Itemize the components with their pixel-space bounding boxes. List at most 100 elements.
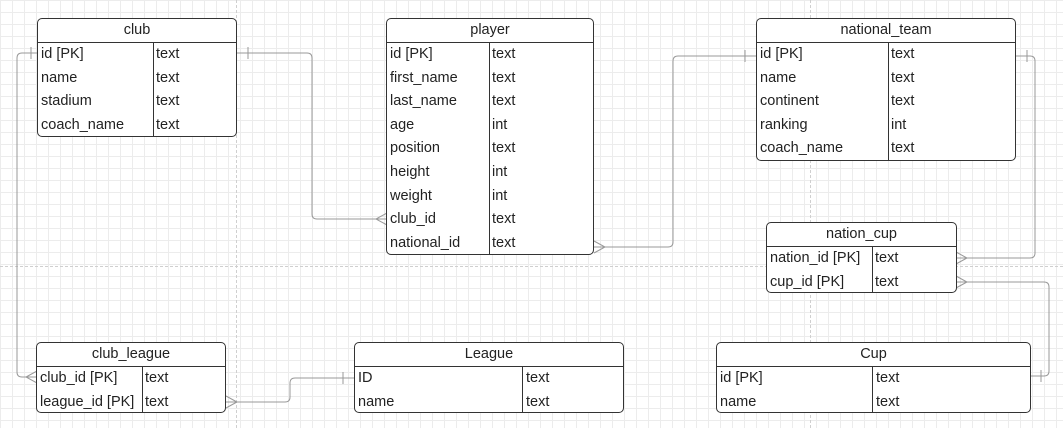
many-marker bbox=[593, 240, 607, 254]
field-name: first_name bbox=[390, 69, 458, 86]
field-name: id [PK] bbox=[41, 46, 84, 62]
connector-club-player bbox=[237, 52, 387, 220]
field-type: text bbox=[156, 93, 180, 110]
connector-cup-nationcup bbox=[956, 281, 1050, 377]
field-name: ID bbox=[358, 370, 373, 386]
field-row[interactable]: ID text bbox=[355, 367, 623, 391]
field-name: stadium bbox=[41, 93, 92, 110]
field-name: name bbox=[41, 69, 78, 86]
entity-title: nation_cup bbox=[767, 223, 956, 247]
field-row[interactable]: continent text bbox=[757, 90, 1015, 114]
entity-club-league[interactable]: club_league club_id [PK] text league_id [… bbox=[36, 342, 226, 413]
field-name: cup_id [PK] bbox=[770, 273, 845, 290]
entity-fields: id [PK] text name text continent text ranki… bbox=[757, 43, 1015, 160]
field-name: id [PK] bbox=[720, 370, 763, 386]
field-name: continent bbox=[760, 93, 819, 110]
field-type: text bbox=[891, 46, 915, 62]
field-name: id [PK] bbox=[760, 46, 803, 62]
entity-title: player bbox=[387, 19, 593, 43]
field-type: text bbox=[145, 393, 169, 410]
column-divider bbox=[522, 367, 523, 412]
column-divider bbox=[872, 247, 873, 292]
field-name: league_id [PK] bbox=[40, 393, 135, 410]
field-type: text bbox=[526, 370, 550, 386]
column-divider bbox=[489, 43, 490, 254]
field-name: ranking bbox=[760, 116, 808, 133]
many-marker bbox=[955, 275, 969, 289]
field-name: nation_id [PK] bbox=[770, 250, 861, 266]
field-name: weight bbox=[390, 187, 432, 204]
field-name: coach_name bbox=[760, 140, 844, 157]
many-marker bbox=[374, 212, 388, 226]
field-type: text bbox=[492, 46, 516, 62]
column-divider bbox=[153, 43, 154, 136]
field-row[interactable]: nation_id [PK] text bbox=[767, 247, 956, 271]
field-row[interactable]: name text bbox=[717, 391, 1030, 412]
field-row[interactable]: first_name text bbox=[387, 67, 593, 91]
many-marker bbox=[955, 251, 969, 265]
entity-title: club_league bbox=[37, 343, 225, 367]
field-name: national_id bbox=[390, 234, 461, 251]
field-type: text bbox=[891, 93, 915, 110]
field-type: text bbox=[492, 140, 516, 157]
connector-nationalteam-nationcup bbox=[956, 55, 1036, 259]
field-row[interactable]: height int bbox=[387, 161, 593, 185]
field-name: name bbox=[358, 393, 395, 410]
entity-title: national_team bbox=[757, 19, 1015, 43]
field-row[interactable]: name text bbox=[757, 67, 1015, 91]
field-row[interactable]: name text bbox=[355, 391, 623, 412]
field-row[interactable]: cup_id [PK]text bbox=[767, 271, 956, 292]
field-row[interactable]: weight int bbox=[387, 185, 593, 209]
many-marker bbox=[225, 395, 239, 409]
field-row[interactable]: stadium text bbox=[38, 90, 236, 114]
entity-fields: ID text name text bbox=[355, 367, 623, 412]
column-divider bbox=[872, 367, 873, 412]
field-name: last_name bbox=[390, 93, 457, 110]
entity-national-team[interactable]: national_team id [PK] text name text conti… bbox=[756, 18, 1016, 161]
entity-title: club bbox=[38, 19, 236, 43]
field-type: text bbox=[891, 69, 915, 86]
connector-club-clubleague bbox=[16, 52, 37, 378]
connector-nationalteam-player bbox=[594, 55, 756, 248]
field-type: text bbox=[145, 370, 169, 386]
field-type: text bbox=[876, 393, 900, 410]
field-row[interactable]: id [PK] text bbox=[717, 367, 1030, 391]
entity-title: League bbox=[355, 343, 623, 367]
field-row[interactable]: id [PK]text bbox=[38, 43, 236, 67]
field-type: text bbox=[526, 393, 550, 410]
field-row[interactable]: id [PK] text bbox=[387, 43, 593, 67]
field-name: club_id bbox=[390, 211, 436, 228]
field-type: int bbox=[492, 187, 508, 204]
field-name: height bbox=[390, 163, 430, 180]
field-type: int bbox=[492, 163, 508, 180]
entity-nation-cup[interactable]: nation_cup nation_id [PK] text cup_id [PK… bbox=[766, 222, 957, 293]
field-type: text bbox=[492, 69, 516, 86]
field-type: text bbox=[876, 370, 900, 386]
field-row[interactable]: id [PK] text bbox=[757, 43, 1015, 67]
field-row[interactable]: club_id [PK] text bbox=[37, 367, 225, 391]
field-name: club_id [PK] bbox=[40, 370, 118, 386]
entity-league[interactable]: League ID text name text bbox=[354, 342, 624, 413]
field-name: name bbox=[720, 393, 757, 410]
field-name: name bbox=[760, 69, 797, 86]
field-name: id [PK] bbox=[390, 46, 433, 62]
field-type: text bbox=[875, 250, 899, 266]
field-row[interactable]: league_id [PK] text bbox=[37, 391, 225, 412]
connector-league-clubleague bbox=[226, 377, 354, 403]
field-name: age bbox=[390, 116, 415, 133]
